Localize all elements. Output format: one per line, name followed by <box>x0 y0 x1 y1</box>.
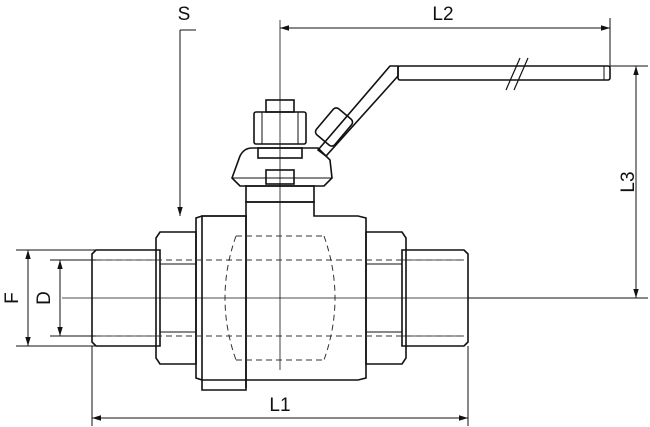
label-l1: L1 <box>269 395 290 416</box>
break-line-2 <box>513 57 529 91</box>
stem-and-nut <box>231 99 333 203</box>
handle-grip <box>397 65 611 81</box>
label-f: F <box>2 292 23 304</box>
handle-sleeve <box>314 107 354 147</box>
hidden-ball-and-bore <box>96 235 466 361</box>
right-thread-end <box>401 249 469 347</box>
stem-top <box>265 99 295 113</box>
label-l3: L3 <box>618 171 639 192</box>
stem-shaft <box>245 185 315 203</box>
break-line-1 <box>505 57 521 91</box>
label-l2: L2 <box>432 4 453 25</box>
label-s: S <box>178 4 191 25</box>
stop-plate <box>231 147 333 187</box>
central-body <box>195 201 367 381</box>
centerlines <box>62 20 640 370</box>
gland-nut <box>265 169 295 185</box>
dimension-labels: S L2 L1 L3 F D <box>2 4 639 416</box>
label-d: D <box>34 291 55 305</box>
body-flange <box>201 215 247 391</box>
dimension-lines <box>16 18 648 426</box>
handle-lever <box>314 57 611 158</box>
handle-bent-section <box>316 65 399 158</box>
